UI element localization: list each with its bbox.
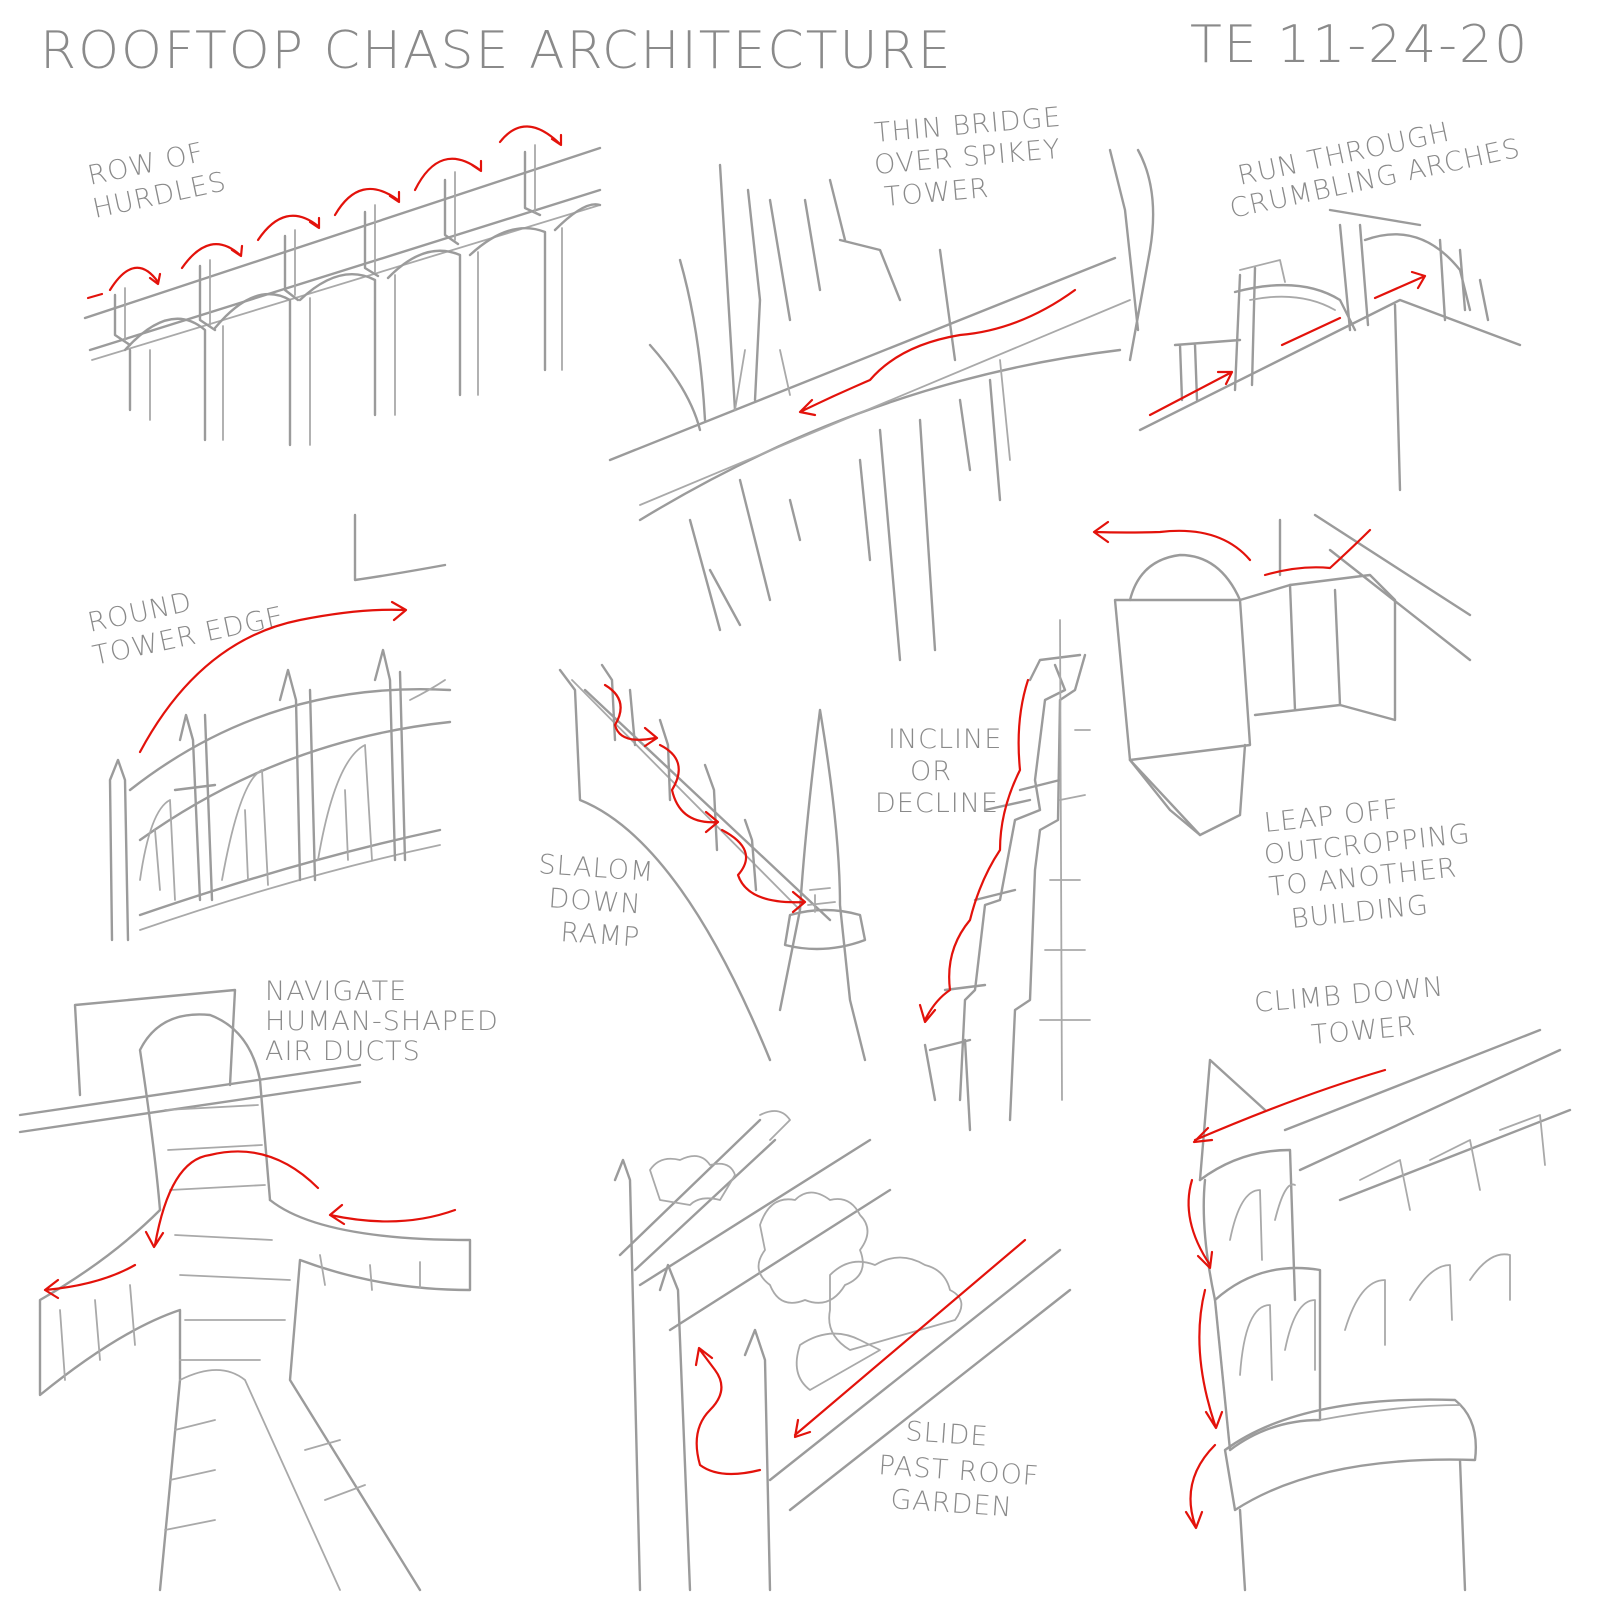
garden-label-line-3: GARDEN — [890, 1484, 1014, 1523]
garden-climb-arrow — [694, 1346, 762, 1476]
climb-arrow-1 — [1192, 1068, 1387, 1144]
panel-climb-down-tower: CLIMB DOWN TOWER — [1184, 972, 1572, 1592]
slalom-label-line-1: SLALOM — [538, 849, 656, 888]
bridge-label-line-3: TOWER — [883, 173, 991, 213]
ducts-arrow-left — [43, 1263, 137, 1300]
outcropping-sketch — [1113, 513, 1472, 837]
aqueduct-sketch — [83, 144, 602, 447]
climb-label-line-2: TOWER — [1310, 1011, 1418, 1051]
ducts-arrow-right — [328, 1203, 457, 1226]
panel-slalom-ramp: SLALOM DOWN RAMP — [538, 663, 867, 1062]
slalom-label-line-3: RAMP — [560, 917, 642, 953]
ducts-label-line-3: AIR DUCTS — [265, 1036, 421, 1067]
tower-sketch — [1198, 1028, 1572, 1592]
slalom-label-line-2: DOWN — [548, 883, 643, 920]
arches-path-arrow-1 — [1148, 370, 1234, 417]
ramp-sketch — [558, 663, 867, 1062]
ducts-label-line-1: NAVIGATE — [265, 976, 407, 1007]
incline-path-arrow — [918, 678, 1030, 1024]
panel-row-of-hurdles: ROW OF HURDLES — [83, 125, 602, 447]
climb-arrow-3 — [1198, 1288, 1224, 1430]
panel-leap-outcropping: LEAP OFF OUTCROPPING TO ANOTHER BUILDING — [1092, 513, 1472, 935]
climb-arrow-2 — [1187, 1178, 1214, 1270]
panel-incline-decline: INCLINE OR DECLINE — [875, 619, 1091, 1132]
garden-sketch — [613, 1110, 1072, 1592]
incline-label-line-3: DECLINE — [875, 788, 999, 819]
panel-crumbling-arches: RUN THROUGH CRUMBLING ARCHES — [1138, 117, 1523, 492]
panel-roof-garden: SLIDE PAST ROOF GARDEN — [613, 1110, 1072, 1592]
hurdle-path-arrows — [86, 125, 563, 300]
garden-label-line-1: SLIDE — [905, 1416, 990, 1453]
panel-thin-bridge: THIN BRIDGE OVER SPIKEY TOWER — [608, 102, 1155, 662]
tower-edge-path-arrow — [138, 600, 408, 754]
garden-slide-arrow — [793, 1238, 1027, 1439]
incline-label-line-1: INCLINE — [888, 724, 1002, 755]
arches-sketch — [1138, 208, 1522, 492]
slalom-arrow-2 — [658, 743, 720, 834]
gothic-wall-sketch — [108, 513, 452, 942]
climb-arrow-4 — [1184, 1443, 1217, 1530]
panel-air-ducts: NAVIGATE HUMAN-SHAPED AIR DUCTS — [18, 976, 499, 1592]
leap-arrow-left — [1092, 520, 1252, 562]
incline-label-line-2: OR — [910, 756, 952, 787]
ducts-arrow-center — [144, 1150, 320, 1249]
climb-label-line-1: CLIMB DOWN — [1253, 972, 1445, 1019]
arches-path-arrow-2 — [1280, 270, 1427, 347]
bridge-path-arrow — [798, 288, 1077, 417]
artist-signature: TE 11-24-20 — [1190, 15, 1529, 75]
stair-wall-sketch — [923, 619, 1091, 1132]
leap-arrow-right — [1263, 528, 1372, 577]
slalom-arrow-1 — [603, 683, 659, 748]
sheet-title: ROOFTOP CHASE ARCHITECTURE — [40, 21, 953, 81]
panel-round-tower-edge: ROUND TOWER EDGE — [85, 513, 452, 942]
ducts-label-line-2: HUMAN-SHAPED — [265, 1006, 499, 1037]
spike-tower-sketch — [608, 148, 1155, 662]
duct-sketch — [18, 988, 472, 1592]
slalom-arrow-3 — [720, 828, 807, 914]
